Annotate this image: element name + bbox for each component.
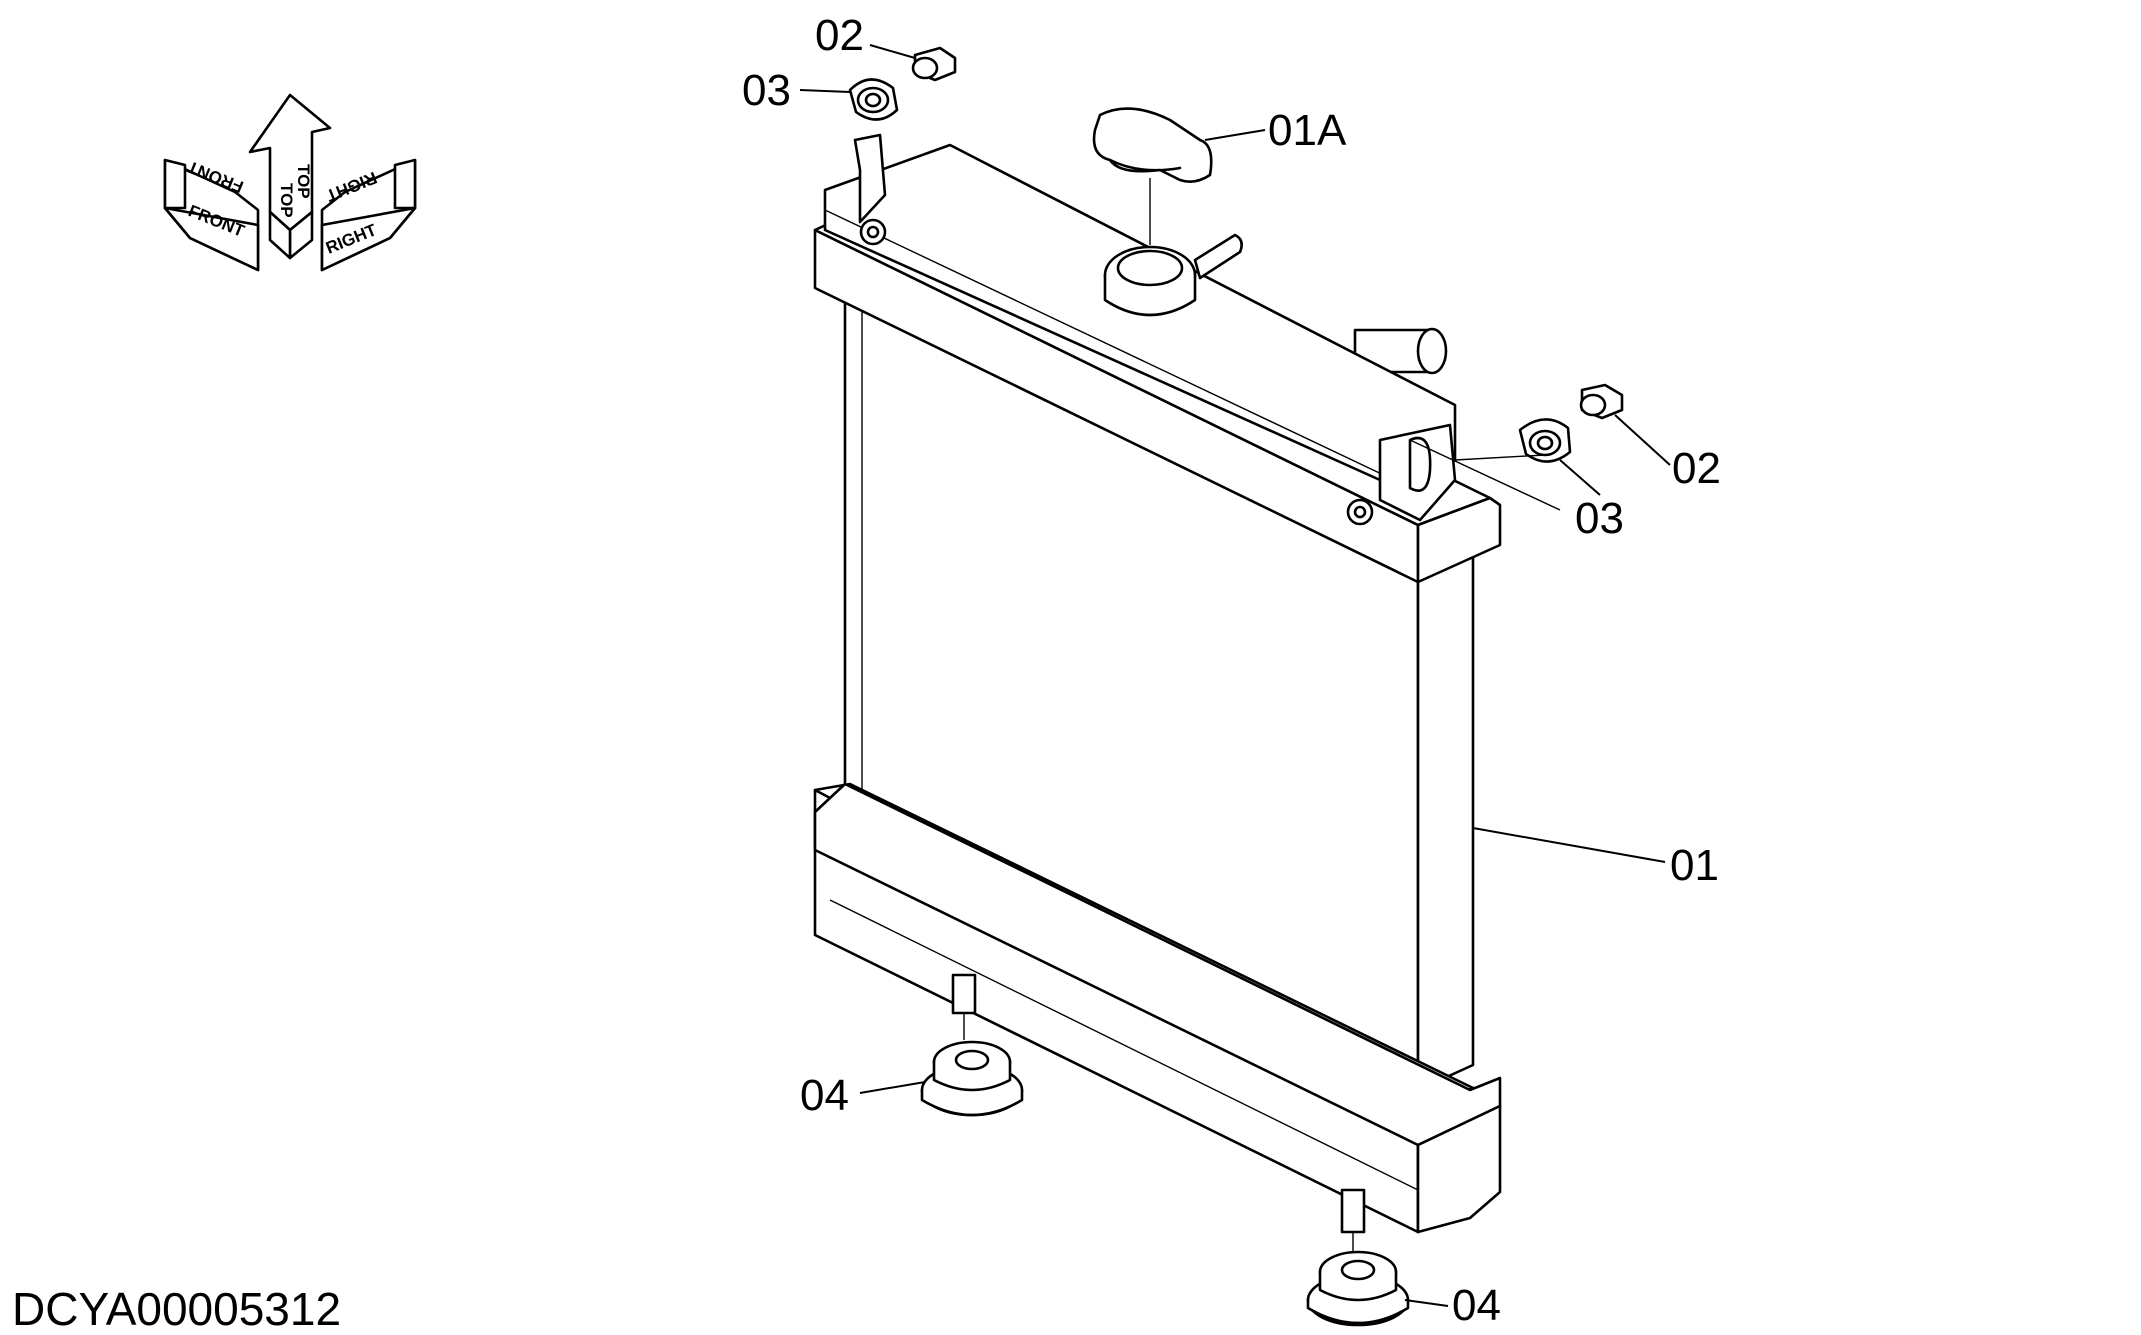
- filler-neck: [1103, 233, 1243, 317]
- top-label: TOP: [277, 183, 296, 218]
- front-arrow-icon: [163, 158, 260, 272]
- radiator-core: [843, 258, 1475, 1092]
- bushing-right: [1518, 418, 1572, 463]
- drawing-id: DCYA00005312: [12, 1283, 341, 1335]
- callout-radiator-cap: 01A: [1268, 106, 1347, 155]
- callout-bushing-left: 03: [742, 66, 791, 115]
- assembly-guide-lines: [1409, 439, 1561, 511]
- left-mount-bracket: [853, 133, 887, 246]
- bushing-left: [848, 78, 899, 121]
- radiator-cap: [1092, 107, 1213, 245]
- top-arrow-icon: [248, 93, 332, 260]
- callout-bushing-right: 03: [1575, 494, 1624, 543]
- right-arrow-icon: [320, 158, 417, 272]
- callout-mount-left: 04: [800, 1071, 849, 1120]
- upper-hose-outlet: [1353, 327, 1448, 375]
- callout-mount-right: 04: [1452, 1281, 1501, 1330]
- callout-bolt-right: 02: [1672, 444, 1721, 493]
- bolt-left: [911, 46, 957, 82]
- right-mount-bracket: [1346, 423, 1457, 526]
- mount-stud-left: [951, 973, 977, 1040]
- callout-bolt-left: 02: [815, 11, 864, 60]
- orientation-indicator: FRONT FRONT TOP TOP RIGHT RIGHT: [163, 93, 417, 272]
- rubber-mount-left: [920, 1040, 1024, 1117]
- bolt-right: [1579, 383, 1624, 420]
- mount-stud-right: [1340, 1188, 1366, 1262]
- upper-tank: [813, 133, 1502, 584]
- callout-radiator: 01: [1670, 841, 1719, 890]
- lower-tank: [813, 782, 1502, 1234]
- top-label-mirrored: TOP: [294, 164, 313, 199]
- leader-lines: [799, 44, 1671, 1307]
- rubber-mount-right: [1306, 1250, 1410, 1327]
